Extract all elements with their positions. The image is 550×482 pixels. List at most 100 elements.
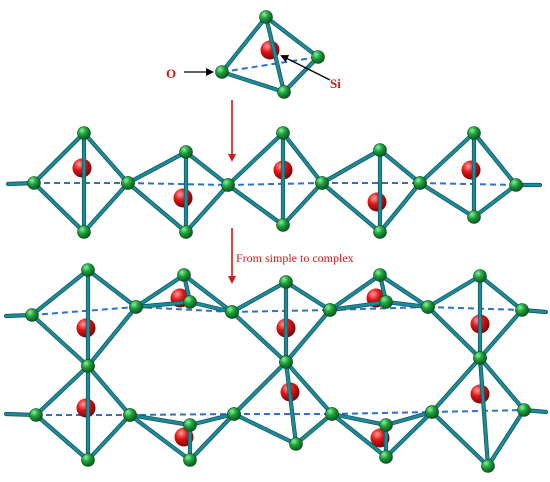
- bond-70: [232, 412, 298, 446]
- oxygen-atom-33: [225, 305, 239, 319]
- bond-26: [472, 131, 518, 187]
- bond-4: [282, 55, 320, 94]
- oxygen-atom-53: [227, 407, 241, 421]
- bond-60: [34, 413, 90, 462]
- oxygen-atom-4: [77, 126, 91, 140]
- bonds: [3, 14, 549, 469]
- bond-35: [30, 313, 90, 368]
- bond-20: [320, 148, 382, 185]
- bond-56: [478, 308, 524, 360]
- bond-28: [418, 181, 476, 219]
- bond-36: [86, 305, 138, 368]
- silicon-atom-4: [367, 192, 387, 212]
- oxygen-atom-62: [517, 403, 531, 417]
- bond-38: [182, 273, 234, 314]
- bond-69: [284, 360, 298, 446]
- silicon-label: Si: [330, 76, 341, 91]
- bond-11: [184, 150, 230, 187]
- bond-3: [220, 70, 286, 94]
- pointer-silicon: [280, 55, 331, 81]
- oxygen-atom-39: [379, 295, 393, 309]
- hidden-edges: [31, 56, 525, 416]
- silicon-atom-5: [461, 160, 481, 180]
- bond-14: [184, 183, 230, 234]
- bond-21: [378, 148, 422, 185]
- bond-2: [264, 15, 286, 94]
- oxygen-atom-11: [179, 225, 193, 239]
- bond-9: [82, 181, 130, 234]
- oxygen-atom-41: [421, 300, 435, 314]
- oxygen-atom-12: [276, 126, 290, 140]
- bond-45: [230, 310, 288, 364]
- bond-78: [478, 356, 526, 412]
- hidden-edge-14: [331, 411, 433, 415]
- bond-19: [281, 181, 324, 227]
- bond-6: [82, 131, 130, 185]
- silicon-atom-2: [173, 188, 193, 208]
- hidden-edge-5: [419, 182, 517, 186]
- hidden-edge-0: [221, 56, 319, 73]
- oxygen-atom-8: [179, 145, 193, 159]
- bond-24: [378, 181, 422, 234]
- oxygen-atom-3: [277, 85, 291, 99]
- oxygen-atom-13: [221, 178, 235, 192]
- oxygen-atom-63: [481, 459, 495, 473]
- oxygen-label: O: [166, 66, 177, 81]
- bond-0: [220, 15, 268, 74]
- bond-76: [384, 410, 434, 459]
- bond-81: [486, 408, 526, 468]
- bond-55: [426, 305, 482, 360]
- bond-65: [128, 413, 192, 462]
- oxygen-atom-24: [81, 263, 95, 277]
- oxygen-atom-0: [259, 10, 273, 24]
- oxygen-atom-42: [515, 303, 529, 317]
- hidden-edge-15: [431, 409, 525, 413]
- oxygen-atom-29: [129, 300, 143, 314]
- oxygen-atom-5: [27, 176, 41, 190]
- oxygen-atom-25: [25, 308, 39, 322]
- bond-18: [226, 183, 285, 227]
- oxygen-atom-17: [315, 176, 329, 190]
- oxygen-atom-55: [289, 437, 303, 451]
- bond-42: [230, 280, 288, 314]
- hidden-edge-2: [127, 182, 229, 186]
- hidden-edge-10: [427, 306, 523, 311]
- bond-46: [284, 308, 332, 364]
- bond-52: [426, 274, 482, 309]
- oxygen-atom-45: [29, 408, 43, 422]
- hidden-edge-3: [227, 182, 323, 186]
- oxygen-atom-1: [215, 65, 229, 79]
- bond-62: [128, 413, 192, 427]
- bond-66: [188, 412, 236, 462]
- hidden-edge-7: [135, 306, 233, 313]
- oxygen-atom-49: [123, 408, 137, 422]
- bond-43: [284, 280, 332, 312]
- caption-label: From simple to complex: [236, 251, 354, 265]
- oxygen-atom-59: [379, 450, 393, 464]
- bond-40: [134, 300, 192, 309]
- bond-80: [430, 410, 490, 468]
- oxygen-atom-56: [379, 418, 393, 432]
- bond-37: [134, 273, 186, 309]
- oxygen-atom-44: [81, 359, 95, 373]
- hidden-edge-9: [329, 306, 429, 311]
- oxygen-atom-22: [509, 178, 523, 192]
- bond-50: [328, 300, 388, 312]
- oxygen-atom-21: [413, 176, 427, 190]
- bond-23: [320, 181, 382, 234]
- hidden-edge-12: [129, 413, 235, 416]
- oxygen-atom-52: [279, 355, 293, 369]
- bond-33: [86, 268, 138, 309]
- bond-63: [188, 412, 236, 427]
- oxygen-atom-60: [473, 351, 487, 365]
- oxygen-atom-31: [183, 295, 197, 309]
- oxygen-atom-2: [311, 50, 325, 64]
- oxygen-atom-32: [279, 275, 293, 289]
- silicon-atom-15: [470, 384, 490, 404]
- bond-8: [32, 181, 86, 234]
- bond-73: [384, 410, 434, 427]
- bond-51: [384, 300, 430, 309]
- oxygen-atom-9: [121, 176, 135, 190]
- oxygen-atom-19: [373, 225, 387, 239]
- bond-15: [226, 131, 285, 187]
